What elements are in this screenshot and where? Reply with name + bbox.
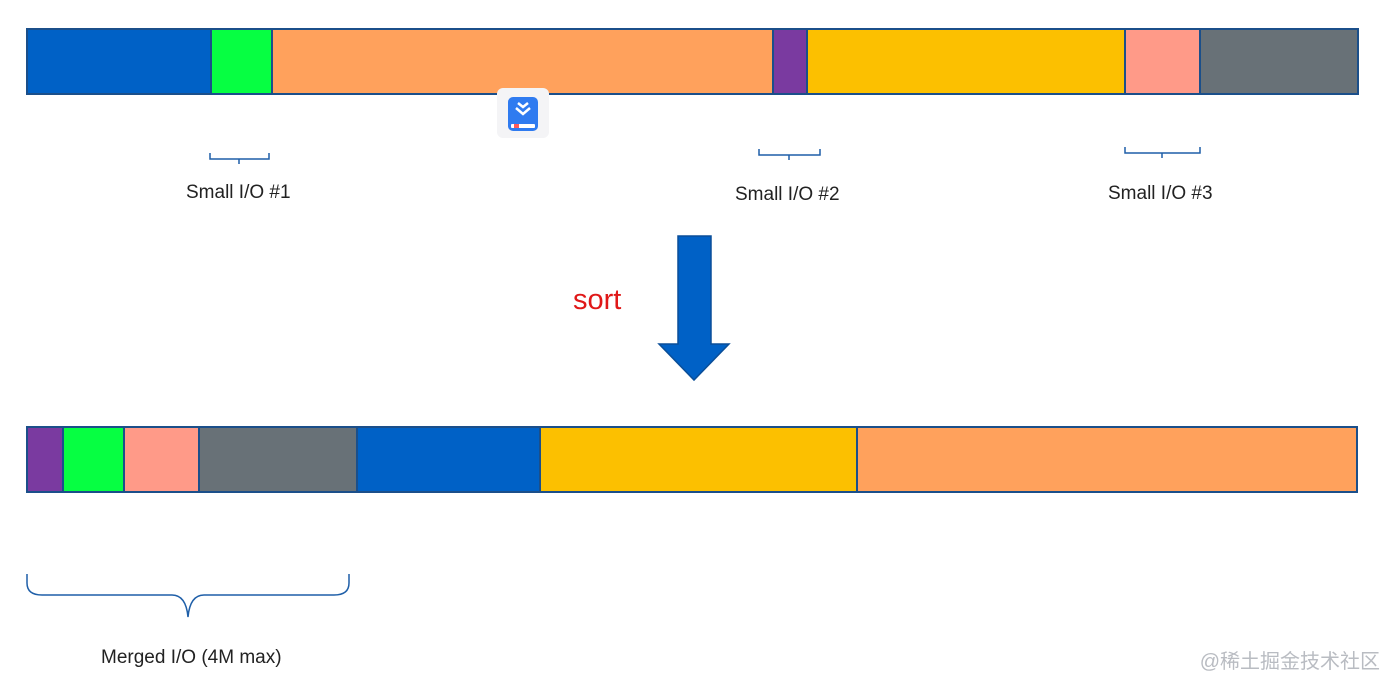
sort-label: sort	[573, 284, 622, 316]
unsorted-segment-yellow	[808, 30, 1126, 93]
sorted-segment-gray	[200, 428, 358, 491]
down-arrow-icon	[657, 235, 731, 382]
small-io-3-label: Small I/O #3	[1108, 183, 1213, 204]
small-io-1-label: Small I/O #1	[186, 182, 291, 203]
sorted-segment-orange	[857, 428, 1356, 491]
unsorted-io-bar	[26, 28, 1359, 95]
sorted-segment-green	[63, 428, 126, 491]
small-io-1-bracket	[209, 153, 270, 164]
small-io-2-label: Small I/O #2	[735, 184, 840, 205]
unsorted-segment-blue	[28, 30, 212, 93]
unsorted-segment-green	[211, 30, 274, 93]
merged-io-label: Merged I/O (4M max)	[101, 647, 282, 668]
sorted-segment-blue	[357, 428, 542, 491]
unsorted-segment-purple	[774, 30, 809, 93]
small-io-2-bracket	[758, 149, 821, 160]
unsorted-segment-orange	[273, 30, 775, 93]
unsorted-segment-salmon	[1125, 30, 1202, 93]
watermark: @稀土掘金技术社区	[1199, 651, 1380, 673]
merged-io-bracket	[26, 574, 350, 618]
sorted-io-bar	[26, 426, 1358, 493]
book-download-icon	[497, 88, 549, 138]
sorted-segment-purple	[28, 428, 64, 491]
small-io-3-bracket	[1124, 147, 1201, 158]
sorted-segment-yellow	[541, 428, 858, 491]
sorted-segment-salmon	[125, 428, 201, 491]
unsorted-segment-gray	[1201, 30, 1357, 93]
